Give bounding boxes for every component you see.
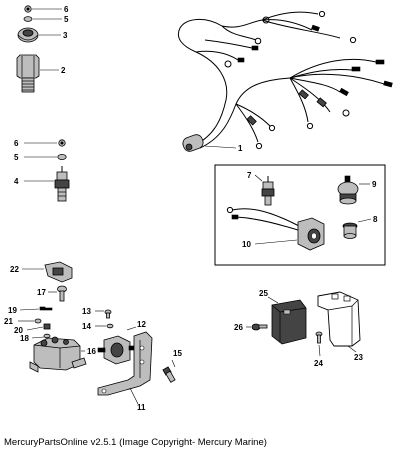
callout-11: 11 <box>137 403 146 412</box>
callout-15: 15 <box>173 349 182 358</box>
callout-21: 21 <box>4 317 13 326</box>
part-26-screw[interactable] <box>251 323 268 331</box>
part-13-screw[interactable] <box>104 309 112 319</box>
part-20-nut[interactable] <box>43 323 51 330</box>
callout-20: 20 <box>14 326 23 335</box>
part-18-washer[interactable] <box>43 333 51 339</box>
part-12-relay[interactable] <box>97 335 136 365</box>
part-15-bolt[interactable] <box>162 366 176 383</box>
callout-25: 25 <box>259 289 268 298</box>
part-25-module[interactable] <box>271 299 307 345</box>
part-19-screw[interactable] <box>39 306 53 311</box>
callout-22: 22 <box>10 265 19 274</box>
part-3-boot-cap[interactable] <box>17 27 39 43</box>
part-5-washer-mid[interactable] <box>57 153 67 160</box>
parts-diagram: 6 5 3 2 6 5 4 <box>4 5 393 412</box>
part-6-nut-mid[interactable] <box>58 139 66 147</box>
callout-1: 1 <box>238 144 243 153</box>
callout-7: 7 <box>247 171 252 180</box>
callout-16: 16 <box>87 347 96 356</box>
callout-10: 10 <box>242 240 251 249</box>
part-16-solenoid[interactable] <box>29 336 87 373</box>
callout-26: 26 <box>234 323 243 332</box>
kit-box-outline <box>214 164 386 266</box>
part-23-bracket[interactable] <box>317 291 361 347</box>
part-9-switch[interactable] <box>337 175 359 205</box>
part-6-nut-top[interactable] <box>24 5 32 13</box>
part-24-screw[interactable] <box>315 331 323 344</box>
callout-17: 17 <box>37 288 46 297</box>
part-4-temp-sensor[interactable] <box>54 166 70 202</box>
callout-6-top: 6 <box>64 5 69 14</box>
part-2-sender[interactable] <box>16 54 40 93</box>
part-17-screw[interactable] <box>57 285 67 302</box>
callout-14: 14 <box>82 322 91 331</box>
part-7-sender-small[interactable] <box>261 176 275 206</box>
callout-8: 8 <box>373 215 378 224</box>
callout-24: 24 <box>314 359 323 368</box>
callout-6-mid: 6 <box>14 139 19 148</box>
part-1-wiring-harness[interactable] <box>177 10 393 153</box>
part-5-washer-top[interactable] <box>23 16 33 22</box>
callout-18: 18 <box>20 334 29 343</box>
callout-19: 19 <box>8 306 17 315</box>
callout-5-mid: 5 <box>14 153 19 162</box>
callout-2: 2 <box>61 66 66 75</box>
part-14-washer[interactable] <box>106 323 114 329</box>
part-10-sensor-lead[interactable] <box>226 206 325 251</box>
part-21-washer[interactable] <box>34 318 42 324</box>
callout-12: 12 <box>137 320 146 329</box>
part-8-fitting[interactable] <box>342 222 358 239</box>
callout-5-top: 5 <box>64 15 69 24</box>
callout-23: 23 <box>354 353 363 362</box>
part-11-bracket[interactable] <box>97 331 153 396</box>
callout-13: 13 <box>82 307 91 316</box>
callout-4: 4 <box>14 177 19 186</box>
copyright-footer: MercuryPartsOnline v2.5.1 (Image Copyrig… <box>4 437 267 448</box>
part-22-clip[interactable] <box>44 261 73 283</box>
callout-3: 3 <box>63 31 68 40</box>
callout-9: 9 <box>372 180 377 189</box>
